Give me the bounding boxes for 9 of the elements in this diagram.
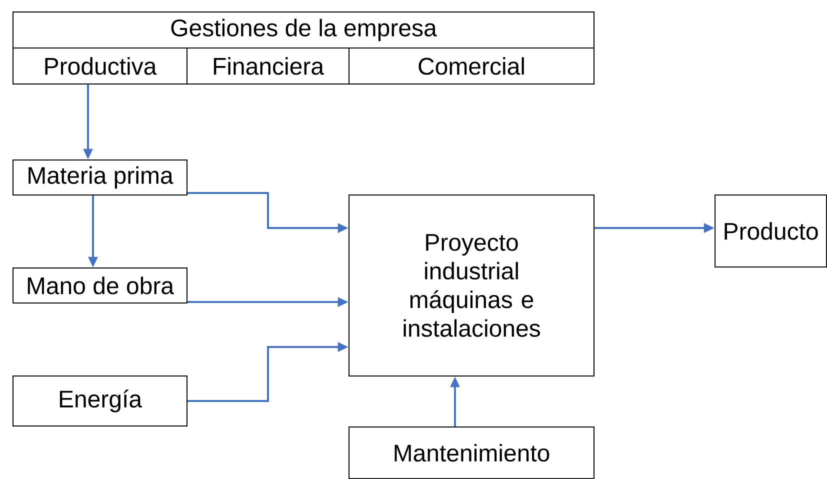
table-cell: Productiva <box>12 48 188 84</box>
table-cell: Comercial <box>348 48 594 84</box>
process-box: Proyecto industrial máquinas e instalaciones <box>348 194 594 376</box>
input-box: Energía <box>12 376 188 426</box>
input-box: Mano de obra <box>12 268 188 304</box>
output-box: Producto <box>714 194 827 268</box>
table-cell: Financiera <box>186 48 350 84</box>
input-box: Mantenimiento <box>348 426 594 479</box>
input-box: Materia prima <box>12 160 188 196</box>
